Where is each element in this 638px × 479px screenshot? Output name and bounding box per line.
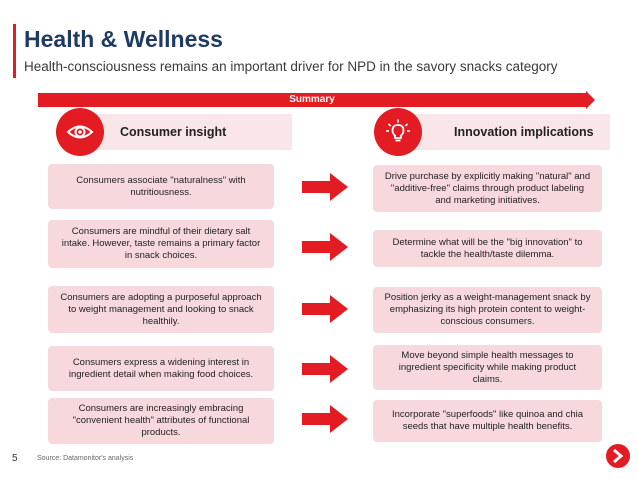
consumer-insight-header: Consumer insight <box>56 108 292 156</box>
eye-icon <box>56 108 104 156</box>
page-title: Health & Wellness <box>24 26 223 52</box>
implication-text: Drive purchase by explicitly making "nat… <box>384 170 591 206</box>
insight-box-1: Consumers associate "naturalness" with n… <box>48 164 274 209</box>
insight-text: Consumers are increasingly embracing "co… <box>72 403 250 438</box>
arrow-right-icon <box>302 173 348 201</box>
implication-box-3: Position jerky as a weight-management sn… <box>373 287 602 333</box>
arrow-right-icon <box>302 405 348 433</box>
insight-text: Consumers are mindful of their dietary s… <box>61 226 261 261</box>
implication-box-1: Drive purchase by explicitly making "nat… <box>373 165 602 212</box>
arrow-right-icon <box>302 295 348 323</box>
implication-text: Determine what will be the "big innovati… <box>392 236 583 260</box>
title-accent-bar <box>13 24 16 78</box>
implication-box-4: Move beyond simple health messages to in… <box>373 345 602 390</box>
implication-text: Incorporate "superfoods" like quinoa and… <box>391 409 584 432</box>
page-number: 5 <box>12 453 18 464</box>
consumer-insight-label: Consumer insight <box>120 125 227 139</box>
implication-text: Move beyond simple health messages to in… <box>398 349 577 385</box>
insight-text: Consumers are adopting a purposeful appr… <box>60 291 262 327</box>
summary-label: Summary <box>289 94 335 105</box>
implication-box-5: Incorporate "superfoods" like quinoa and… <box>373 400 602 442</box>
insight-text: Consumers associate "naturalness" with n… <box>76 174 246 198</box>
arrow-right-icon <box>302 355 348 383</box>
innovation-implications-header: Innovation implications <box>374 108 610 156</box>
arrow-right-icon <box>302 233 348 261</box>
implication-box-2: Determine what will be the "big innovati… <box>373 230 602 267</box>
insight-box-3: Consumers are adopting a purposeful appr… <box>48 286 274 333</box>
source-note: Source: Datamonitor's analysis <box>37 455 134 462</box>
implication-text: Position jerky as a weight-management sn… <box>384 292 591 327</box>
insight-text: Consumers express a widening interest in… <box>68 356 254 380</box>
insight-box-4: Consumers express a widening interest in… <box>48 346 274 391</box>
insight-box-2: Consumers are mindful of their dietary s… <box>48 220 274 268</box>
page-subtitle: Health-consciousness remains an importan… <box>24 59 558 74</box>
brand-logo <box>606 444 630 468</box>
insight-box-5: Consumers are increasingly embracing "co… <box>48 398 274 444</box>
summary-banner: Summary <box>38 91 595 109</box>
innovation-implications-label: Innovation implications <box>454 125 594 139</box>
lightbulb-icon <box>374 108 422 156</box>
